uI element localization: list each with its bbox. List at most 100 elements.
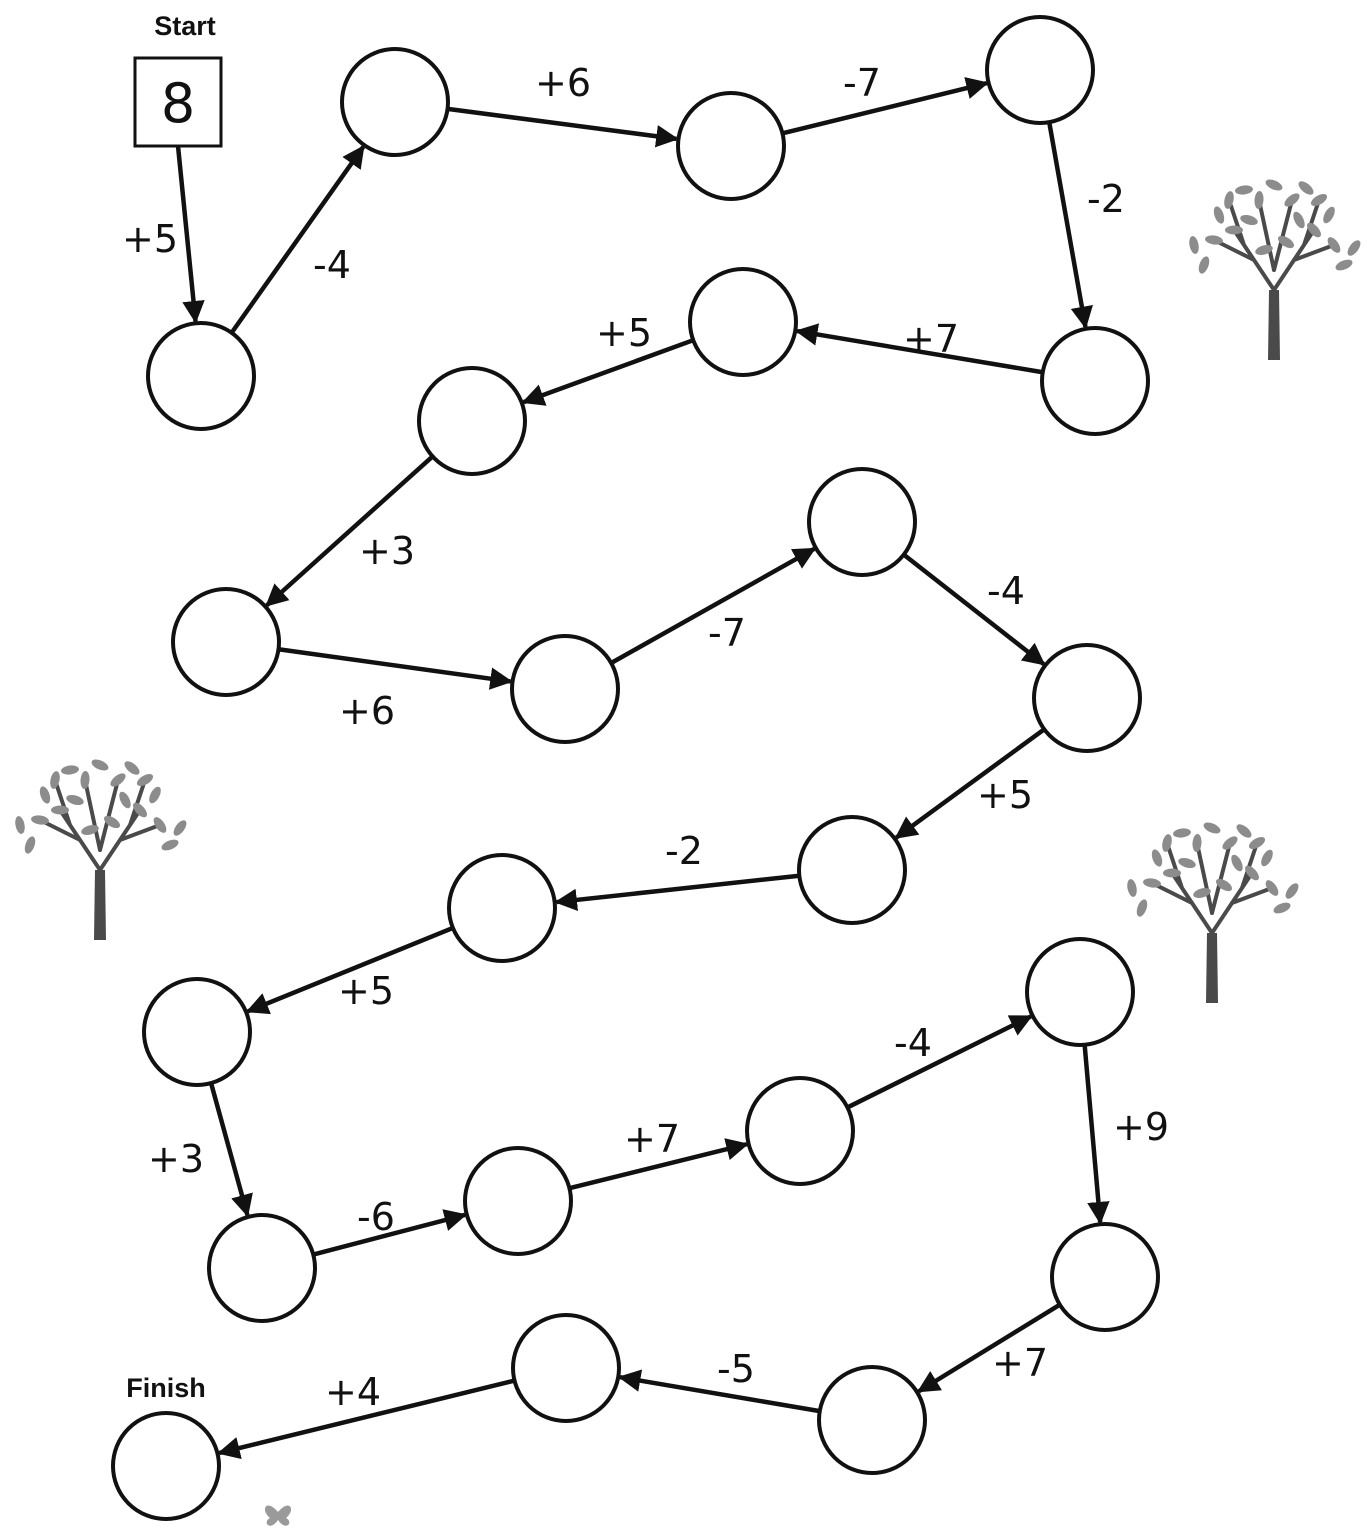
leaf-shape xyxy=(15,816,25,834)
answer-circle[interactable] xyxy=(807,467,917,577)
leaf-shape xyxy=(1240,215,1258,225)
leaf-shape xyxy=(1205,235,1223,245)
leaf-shape xyxy=(1347,240,1361,256)
tree-icon xyxy=(1127,822,1299,1005)
step-operation-label: +5 xyxy=(977,773,1033,817)
leaf-shape xyxy=(1225,225,1243,235)
path-arrow xyxy=(846,1014,1033,1110)
leaf-shape xyxy=(1335,259,1353,271)
answer-circle[interactable] xyxy=(142,977,252,1087)
path-arrow xyxy=(781,77,989,136)
leaf-shape xyxy=(1162,834,1172,852)
step-operation-label: +5 xyxy=(596,311,652,355)
path-arrow xyxy=(265,454,435,607)
answer-circle[interactable] xyxy=(207,1213,317,1323)
answer-circle[interactable] xyxy=(510,634,620,744)
leaf-shape xyxy=(110,773,126,787)
answer-circle[interactable] xyxy=(511,1313,621,1423)
step-operation-label: -4 xyxy=(894,1021,932,1065)
leaf-shape xyxy=(91,759,109,771)
answer-circle[interactable] xyxy=(447,853,557,963)
leaf-shape xyxy=(1224,191,1234,209)
answer-circle[interactable] xyxy=(146,321,256,431)
answer-circle[interactable] xyxy=(1040,326,1150,436)
answer-circle[interactable] xyxy=(1032,643,1142,753)
answer-circle[interactable] xyxy=(676,91,786,201)
path-arrow xyxy=(521,338,694,406)
leaf-shape xyxy=(24,836,36,854)
leaf-shape xyxy=(136,773,154,787)
path-arrow xyxy=(1082,1044,1110,1225)
answer-circle[interactable] xyxy=(688,267,798,377)
answer-circle[interactable] xyxy=(745,1076,855,1186)
path-arrow xyxy=(447,106,679,148)
answer-circle[interactable] xyxy=(463,1146,573,1256)
leaf-shape xyxy=(153,817,167,833)
path-arrow xyxy=(1047,121,1093,330)
leaf-shape xyxy=(1327,237,1341,253)
finish-label: Finish xyxy=(126,1373,206,1403)
step-operation-label: +5 xyxy=(338,969,394,1013)
leaf-shape xyxy=(1127,879,1137,897)
path-arrow xyxy=(568,1138,749,1191)
path-arrow xyxy=(554,873,800,912)
answer-circle[interactable] xyxy=(340,47,450,157)
finish-answer-circle[interactable] xyxy=(111,1411,221,1521)
leaf-shape xyxy=(1248,836,1266,850)
path-arrow xyxy=(175,145,205,324)
step-operation-label: +7 xyxy=(624,1117,680,1161)
path-arrow xyxy=(278,647,513,690)
leaf-shape xyxy=(1193,888,1211,898)
leaf-shape xyxy=(1189,236,1199,254)
tree-icon xyxy=(1189,179,1361,362)
leaf-shape xyxy=(1222,836,1238,850)
leaf-shape xyxy=(1203,822,1221,834)
leaf-shape xyxy=(1310,193,1328,207)
leaf-shape xyxy=(61,765,79,775)
leaf-shape xyxy=(1151,849,1163,867)
leaf-shape xyxy=(1231,854,1243,872)
answer-circle[interactable] xyxy=(1025,937,1135,1047)
path-arrow xyxy=(229,145,366,335)
leaf-shape xyxy=(104,815,120,829)
leaf-shape xyxy=(173,820,187,836)
step-operation-label: +4 xyxy=(325,1370,381,1414)
leaf-shape xyxy=(1198,256,1210,274)
leaf-shape xyxy=(1235,185,1253,195)
tree-icon xyxy=(15,759,187,942)
leaf-shape xyxy=(1278,235,1294,249)
leaf-shape xyxy=(1245,865,1259,881)
start-value: 8 xyxy=(161,72,195,135)
leaf-shape xyxy=(81,825,99,835)
answer-circle[interactable] xyxy=(417,366,527,476)
step-operation-label: +6 xyxy=(339,689,395,733)
answer-circle[interactable] xyxy=(817,1365,927,1475)
start-label: Start xyxy=(154,11,216,41)
step-labels-layer: +5-4+6-7-2+7+5+3+6-7-4+5-2+5+3-6+7-4+9+7… xyxy=(122,61,1169,1414)
step-operation-label: +6 xyxy=(535,61,591,105)
step-operation-label: +5 xyxy=(122,217,178,261)
answer-circle[interactable] xyxy=(797,815,907,925)
leaf-shape xyxy=(1136,899,1148,917)
answer-circle[interactable] xyxy=(985,15,1095,125)
step-operation-label: -2 xyxy=(1087,177,1125,221)
leaf-shape xyxy=(1173,828,1191,838)
leaf-shape xyxy=(1285,883,1299,899)
leaf-shape xyxy=(1273,902,1291,914)
leaf-shape xyxy=(1254,191,1264,209)
leaf-shape xyxy=(161,839,179,851)
path-arrow xyxy=(610,546,817,665)
leaf-shape xyxy=(119,791,131,809)
leaf-shape xyxy=(31,815,49,825)
leaf-shape xyxy=(1192,834,1202,852)
leaf-shape xyxy=(80,771,90,789)
leaf-shape xyxy=(1143,878,1161,888)
leaf-shape xyxy=(1178,858,1196,868)
answer-circle[interactable] xyxy=(171,587,281,697)
leaf-shape xyxy=(1307,222,1321,238)
step-operation-label: -5 xyxy=(717,1347,755,1391)
path-arrow xyxy=(894,727,1046,840)
answer-circle[interactable] xyxy=(1050,1222,1160,1332)
path-arrow xyxy=(618,1369,821,1414)
